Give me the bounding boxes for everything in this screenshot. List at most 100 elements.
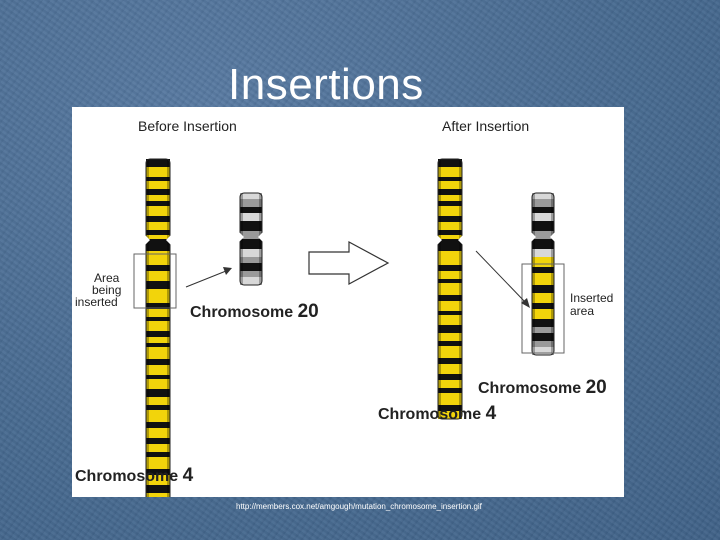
chromosome-band (438, 189, 462, 195)
chromosome-band (146, 216, 170, 222)
chromosome-band (146, 317, 170, 321)
chromosome-band (146, 321, 170, 331)
chromosome-band (146, 485, 170, 493)
chromosome-20-label-after: Chromosome 20 (478, 377, 607, 398)
chromosome-band (146, 177, 170, 181)
chromosome-band (240, 263, 262, 271)
chromosome-band (532, 309, 554, 319)
chromosome-band (438, 195, 462, 201)
chromosome-band (438, 239, 462, 251)
chromosome-band (532, 239, 554, 249)
chromosome-band (438, 283, 462, 295)
chromosome-band (240, 277, 262, 285)
chromosome-band (146, 359, 170, 365)
chromosome-20-before (239, 193, 263, 285)
insertion-figure: Before Insertion After Insertion Area be… (72, 107, 624, 497)
chromosome-band (146, 389, 170, 397)
chromosome-band (146, 239, 170, 251)
chromosome-band (146, 422, 170, 428)
chromosome-band (438, 325, 462, 333)
chromosome-band (146, 347, 170, 359)
insertion-arrow-line (186, 271, 226, 287)
chromosome-band (146, 428, 170, 438)
chromosome-band (532, 327, 554, 333)
inserted-area-label: Inserted area (570, 291, 617, 318)
chromosome-band (240, 199, 262, 207)
chromosome-band (240, 207, 262, 213)
chromosome-4-before (145, 159, 171, 497)
chromosome-band (532, 347, 554, 355)
chromosome-band (146, 222, 170, 230)
chromosome-band (240, 193, 262, 199)
chromosome-band (438, 167, 462, 177)
chromosome-band (146, 281, 170, 289)
chromosome-band (532, 319, 554, 327)
chromosome-band (240, 257, 262, 263)
chromosome-band (146, 343, 170, 347)
chromosome-band (438, 271, 462, 279)
chromosome-band (438, 251, 462, 265)
chromosome-band (146, 289, 170, 303)
chromosome-band (146, 201, 170, 206)
chromosome-band (438, 393, 462, 405)
chromosome-band (438, 222, 462, 230)
chromosome-band (240, 271, 262, 277)
area-being-inserted-label: Area being inserted (75, 271, 125, 309)
chromosome-band (146, 410, 170, 422)
chromosome-band (438, 295, 462, 301)
chromosome-band (532, 341, 554, 347)
chromosome-band (532, 285, 554, 293)
chromosome-band (146, 195, 170, 201)
chromosome-band (438, 364, 462, 374)
chromosome-band (438, 301, 462, 311)
chromosome-band (146, 365, 170, 375)
chromosome-band (532, 207, 554, 213)
chromosome-band (438, 388, 462, 393)
chromosome-band (438, 159, 462, 167)
before-heading: Before Insertion (138, 118, 237, 134)
chromosome-band (532, 221, 554, 231)
chromosome-band (438, 341, 462, 346)
chromosome-band (532, 213, 554, 221)
chromosome-band (532, 273, 554, 285)
chromosome-band (438, 358, 462, 364)
chromosome-band (146, 235, 170, 239)
chromosome-band (438, 201, 462, 206)
chromosome-band (438, 346, 462, 358)
chromosome-band (146, 230, 170, 235)
chromosome-band (240, 213, 262, 221)
deletion-pointer-line (476, 251, 526, 303)
chromosome-band (532, 193, 554, 199)
slide-title: Insertions (228, 60, 424, 110)
chromosome-band (146, 493, 170, 497)
chromosome-band (438, 374, 462, 380)
insertion-diagram: Before Insertion After Insertion Area be… (72, 107, 624, 497)
chromosome-band (438, 206, 462, 216)
chromosome-band (532, 257, 554, 267)
chromosome-band (532, 333, 554, 341)
chromosome-4-label-before: Chromosome 4 (75, 465, 194, 486)
chromosome-band (146, 444, 170, 452)
chromosome-4-label-after: Chromosome 4 (378, 403, 497, 424)
chromosome-band (146, 251, 170, 265)
chromosome-band (532, 199, 554, 207)
chromosome-band (438, 380, 462, 388)
source-url: http://members.cox.net/amgough/mutation_… (236, 502, 482, 511)
chromosome-20-after (531, 193, 555, 355)
chromosome-band (438, 315, 462, 325)
chromosome-band (438, 333, 462, 341)
chromosome-band (438, 230, 462, 235)
chromosome-4-after (437, 159, 463, 419)
chromosome-20-label-before: Chromosome 20 (190, 301, 319, 322)
chromosome-band (438, 177, 462, 181)
chromosome-band (438, 265, 462, 271)
transition-arrow (309, 242, 388, 284)
chromosome-band (438, 181, 462, 189)
chromosome-band (146, 331, 170, 337)
chromosome-band (146, 375, 170, 379)
chromosome-band (146, 309, 170, 317)
chromosome-band (240, 239, 262, 249)
chromosome-band (146, 379, 170, 389)
chromosome-band (146, 167, 170, 177)
chromosome-band (146, 181, 170, 189)
